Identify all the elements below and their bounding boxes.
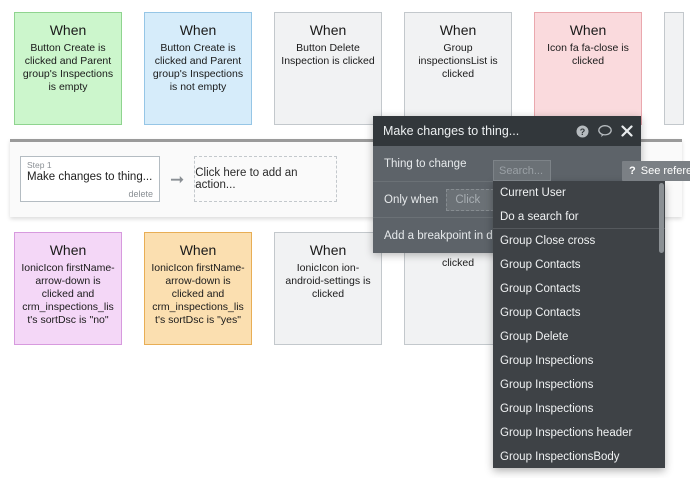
- event-card-description: Icon fa fa-close is clicked: [547, 42, 629, 67]
- dropdown-item[interactable]: Group Delete: [500, 331, 569, 343]
- event-card-title: When: [49, 22, 87, 38]
- event-card-title: When: [179, 22, 217, 38]
- event-card-title: When: [49, 242, 87, 258]
- dropdown-item[interactable]: Group Inspections header: [500, 427, 633, 439]
- dialog-form-label: Only when: [384, 193, 439, 206]
- step-delete-link[interactable]: delete: [128, 189, 153, 199]
- dropdown-item[interactable]: Group Inspections: [500, 379, 594, 391]
- event-card-description: Group inspectionsList is clicked: [418, 42, 498, 80]
- step-number-label: Step 1: [27, 160, 52, 170]
- event-card-title: When: [309, 22, 347, 38]
- event-card-title: When: [439, 22, 477, 38]
- see-reference-label: See referen: [640, 165, 690, 177]
- dialog-form-row: Add a breakpoint in deb: [373, 218, 641, 254]
- event-card-description: IonicIcon firstName-arrow-down is clicke…: [151, 262, 245, 326]
- event-card-description: IonicIcon ion-android-settings is clicke…: [285, 262, 371, 300]
- event-card-description: Button Delete Inspection is clicked: [281, 42, 375, 67]
- dialog-title: Make changes to thing...: [383, 124, 520, 138]
- dropdown-item[interactable]: Current User: [500, 187, 566, 199]
- event-card-description: Button Create is clicked and Parent grou…: [152, 42, 244, 93]
- see-reference-button[interactable]: ? See referen: [622, 161, 690, 181]
- event-card-title: When: [179, 242, 217, 258]
- comment-icon[interactable]: [598, 125, 612, 137]
- dropdown-item[interactable]: Group Contacts: [500, 259, 581, 271]
- search-input[interactable]: [499, 164, 545, 177]
- dropdown-scrollbar[interactable]: [659, 183, 664, 253]
- workflow-step-area: Step 1 Make changes to thing... delete ➞…: [20, 156, 338, 202]
- event-card-title: When: [569, 22, 607, 38]
- dialog-form-label: Thing to change: [384, 157, 467, 170]
- event-card-description: Button Create is clicked and Parent grou…: [22, 42, 114, 93]
- close-icon[interactable]: [621, 125, 633, 137]
- dropdown-item[interactable]: Group Inspections: [500, 403, 594, 415]
- add-action-button[interactable]: Click here to add an action...: [194, 156, 338, 202]
- dropdown-item[interactable]: Group Inspections: [500, 355, 594, 367]
- event-card-title: When: [309, 242, 347, 258]
- dropdown-item[interactable]: Group Contacts: [500, 307, 581, 319]
- dropdown-item[interactable]: Group InspectionsBody: [500, 451, 620, 463]
- dropdown-item[interactable]: Group Close cross: [500, 235, 596, 247]
- dropdown-search-box[interactable]: [493, 160, 551, 181]
- dialog-header: Make changes to thing... ?: [373, 116, 641, 146]
- question-mark-icon: ?: [629, 165, 636, 177]
- dialog-form-label: Add a breakpoint in deb: [384, 230, 506, 242]
- event-card[interactable]: [664, 12, 684, 125]
- dialog-header-icons: ?: [576, 125, 633, 138]
- dropdown-item[interactable]: Group Contacts: [500, 283, 581, 295]
- workflow-step-1[interactable]: Step 1 Make changes to thing... delete: [20, 156, 160, 202]
- help-icon[interactable]: ?: [576, 125, 589, 138]
- event-card-description: IonicIcon firstName-arrow-down is clicke…: [21, 262, 115, 326]
- step-title-label: Make changes to thing...: [27, 171, 153, 183]
- svg-text:?: ?: [580, 126, 586, 136]
- arrow-right-icon: ➞: [170, 169, 185, 189]
- dropdown-item[interactable]: Do a search for: [493, 205, 665, 229]
